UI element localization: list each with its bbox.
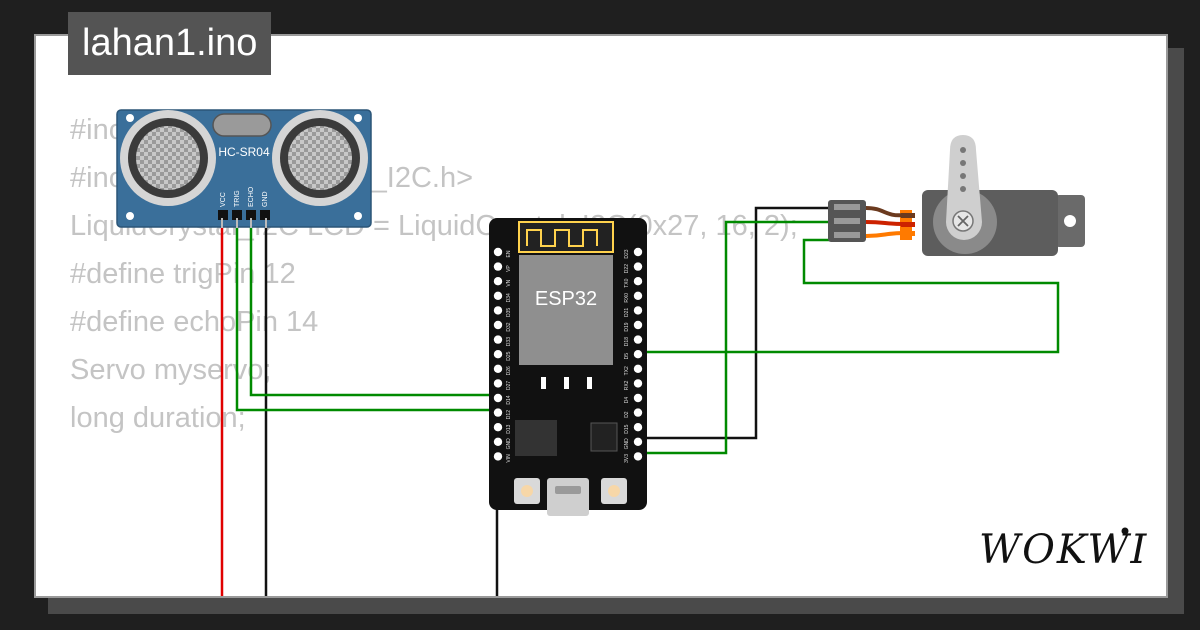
pin-label: D4: [624, 397, 630, 404]
pin-hole[interactable]: [493, 423, 503, 432]
pin-label: TX2: [624, 366, 630, 375]
file-title: lahan1.ino: [68, 12, 272, 75]
esp32-board[interactable]: ESP32 ENVPVND34D35D32D33D25D26D27D14D12D…: [489, 218, 647, 516]
antenna-icon: [518, 221, 614, 253]
usb-port: [547, 478, 589, 516]
pin-label: D2: [624, 411, 630, 418]
pin-hole[interactable]: [633, 306, 643, 315]
pin-label: EN: [506, 250, 512, 257]
brand-wordmark: WOKWI: [979, 527, 1148, 573]
pin-hole[interactable]: [633, 364, 643, 373]
pin-label: D27: [506, 381, 512, 390]
pin-label: D23: [624, 249, 630, 258]
pin-label: GND: [506, 438, 512, 450]
pin-label: RX2: [624, 380, 630, 390]
pin-label: VP: [506, 265, 512, 272]
mount-hole-icon: [354, 114, 362, 122]
pin-hole[interactable]: [493, 247, 503, 257]
code-line: #define echoPin 14: [70, 306, 319, 338]
ultrasonic-sensor[interactable]: HC-SR04 VCC TRIG ECHO GND: [116, 109, 372, 228]
sensor-pin-label: TRIG: [234, 190, 241, 207]
pin-hole[interactable]: [633, 291, 643, 300]
pin-hole[interactable]: [493, 350, 503, 359]
pin-hole[interactable]: [633, 437, 643, 446]
usb-uart-chip: [590, 422, 618, 452]
sensor-pin-headers: [218, 210, 270, 220]
pin-hole[interactable]: [493, 335, 503, 344]
mount-hole-icon: [126, 212, 134, 220]
crystal-icon: [212, 113, 272, 137]
pin-hole[interactable]: [493, 393, 503, 403]
pin-label: D19: [624, 322, 630, 331]
pin-label: TX0: [624, 278, 630, 287]
sensor-pin-label: GND: [262, 191, 269, 207]
sensor-pin-label: ECHO: [248, 186, 255, 207]
pin-hole[interactable]: [493, 320, 503, 330]
esp32-chip: [519, 255, 613, 365]
wokwi-logo: WOKWI: [979, 527, 1148, 573]
pin-hole[interactable]: [633, 379, 643, 388]
pin-hole[interactable]: [493, 452, 503, 461]
pin-label: D34: [506, 293, 512, 302]
pin-label: D35: [506, 308, 512, 317]
servo-motor[interactable]: [828, 135, 1085, 256]
pin-hole[interactable]: [633, 277, 643, 286]
code-line: #define trigPin 12: [70, 258, 296, 290]
mount-hole-icon: [354, 212, 362, 220]
wire-signal-to-servo-green[interactable]: [638, 238, 1060, 354]
pin-label: VN: [506, 279, 512, 286]
pin-hole[interactable]: [493, 364, 503, 373]
voltage-regulator: [515, 420, 557, 456]
boot-button[interactable]: [601, 478, 627, 504]
pin-label: GND: [624, 438, 630, 450]
pin-label: D18: [624, 337, 630, 346]
pin-label: D12: [506, 410, 512, 419]
pin-label: D32: [506, 322, 512, 331]
pin-hole[interactable]: [493, 408, 503, 417]
pin-hole[interactable]: [493, 437, 503, 446]
transducer-left: [120, 110, 216, 206]
wire-trig-green[interactable]: [235, 222, 498, 412]
pin-hole[interactable]: [493, 277, 503, 286]
code-line: long duration;: [70, 402, 246, 434]
pin-label: RX0: [624, 293, 630, 303]
pin-label: D33: [506, 337, 512, 346]
pin-hole[interactable]: [633, 408, 643, 417]
mount-hole-icon: [126, 114, 134, 122]
pin-label: D14: [506, 395, 512, 404]
pin-label: D15: [624, 424, 630, 433]
transducer-right: [272, 110, 368, 206]
sensor-pin-label: VCC: [220, 192, 227, 207]
pin-hole[interactable]: [633, 247, 643, 257]
pin-label: D25: [506, 351, 512, 360]
pin-label: D21: [624, 308, 630, 317]
pin-hole[interactable]: [493, 262, 503, 271]
pin-label: D13: [506, 424, 512, 433]
pin-hole[interactable]: [633, 262, 643, 271]
pin-hole[interactable]: [633, 320, 643, 330]
pin-label: D5: [624, 353, 630, 360]
pin-label: D22: [624, 264, 630, 273]
wire-echo-green[interactable]: [249, 222, 498, 397]
pin-hole[interactable]: [633, 423, 643, 432]
pin-hole[interactable]: [633, 452, 643, 461]
pin-hole[interactable]: [633, 393, 643, 403]
pin-hole[interactable]: [493, 291, 503, 300]
pin-label: D26: [506, 366, 512, 375]
pin-label: VIN: [506, 454, 512, 463]
pin-hole[interactable]: [633, 335, 643, 344]
en-button[interactable]: [514, 478, 540, 504]
board-label: ESP32: [535, 288, 597, 310]
pin-label: 3V3: [624, 454, 630, 463]
pin-hole[interactable]: [493, 306, 503, 315]
pin-hole[interactable]: [493, 379, 503, 388]
sensor-label: HC-SR04: [218, 145, 270, 159]
pin-hole[interactable]: [633, 350, 643, 359]
